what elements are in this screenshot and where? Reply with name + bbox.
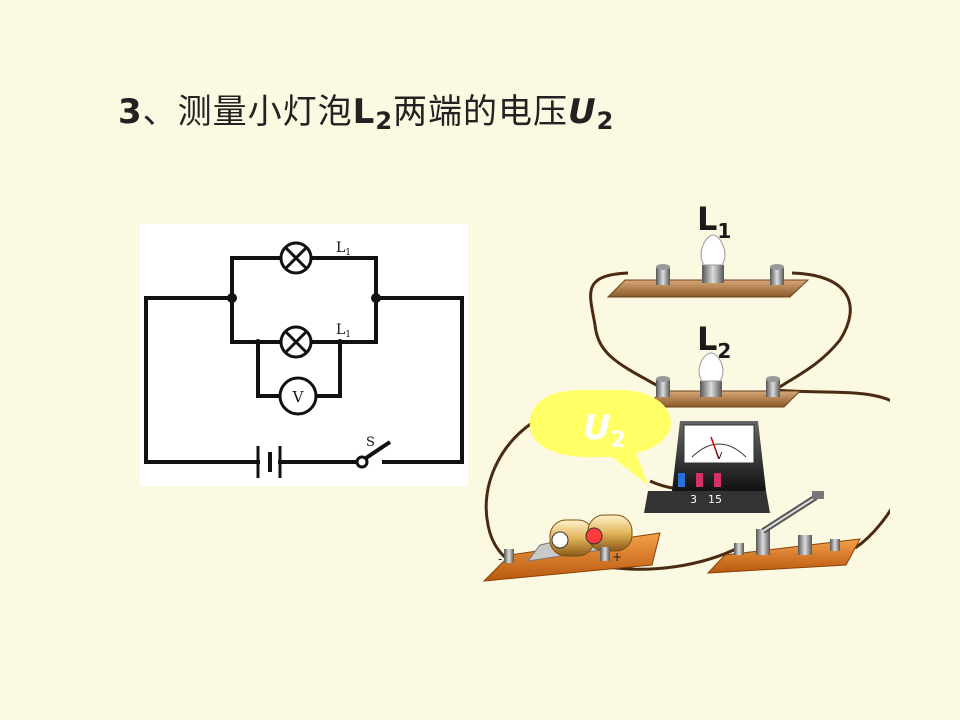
meter-terminal-3 — [696, 473, 703, 487]
battery-minus-label: - — [498, 552, 502, 566]
title-lamp-sub: 2 — [375, 107, 394, 135]
schematic-lamp-2-label: L1 — [336, 322, 351, 340]
title-lamp: L — [352, 92, 376, 132]
schematic-voltmeter-symbol: V — [292, 388, 305, 406]
meter-label-3: 3 — [690, 493, 697, 506]
schematic-switch — [355, 440, 392, 469]
junction-right — [371, 293, 381, 303]
schematic-branch-top — [230, 256, 282, 300]
apparatus-svg: V 3 15 - + — [482, 234, 916, 582]
voltage-bubble — [529, 390, 671, 485]
schematic-svg: L1 L1 V S — [144, 240, 464, 478]
schematic-wire-left — [144, 296, 234, 464]
apparatus-illustration: V 3 15 - + — [470, 195, 916, 605]
title-text-b: 两端的电压 — [393, 92, 569, 132]
title-text-a: 测量小灯泡 — [177, 92, 353, 132]
knife-switch — [706, 491, 861, 574]
meter-terminal-15 — [714, 473, 721, 487]
schematic-lamp-1-label: L1 — [336, 240, 351, 258]
schematic-lamp-1 — [279, 241, 313, 275]
title-number: 3 — [118, 92, 143, 132]
apparatus-lamp-1-label: L1 — [697, 200, 732, 243]
schematic-lamp-2 — [279, 325, 313, 359]
battery-plus-label: + — [612, 550, 622, 564]
slide-title: 3、测量小灯泡L2两端的电压U2 — [118, 84, 614, 135]
apparatus-lamp-2-label: L2 — [697, 320, 732, 363]
meter-terminal-negative — [678, 473, 685, 487]
bulb-1-icon — [700, 234, 726, 266]
lamp-board-1 — [606, 234, 810, 298]
meter-label-15: 15 — [708, 493, 722, 506]
lamp-board-2 — [644, 352, 802, 408]
voltmeter: V 3 15 — [644, 421, 770, 513]
title-separator: 、 — [142, 92, 178, 132]
schematic-wire-right — [374, 296, 464, 464]
schematic-voltmeter-wire — [256, 340, 282, 398]
title-var-sub: 2 — [596, 107, 615, 135]
bulb-2-icon — [698, 352, 724, 382]
schematic-switch-label: S — [366, 435, 375, 450]
schematic-branch-bottom — [230, 296, 282, 344]
title-var: U — [568, 92, 597, 132]
voltage-bubble-label: U2 — [583, 408, 626, 453]
junction-left — [227, 293, 237, 303]
circuit-schematic: L1 L1 V S — [140, 224, 468, 486]
schematic-voltmeter: V — [278, 376, 318, 416]
meter-symbol: V — [716, 451, 723, 462]
battery-holder: - + — [482, 514, 661, 582]
schematic-battery — [256, 446, 282, 478]
